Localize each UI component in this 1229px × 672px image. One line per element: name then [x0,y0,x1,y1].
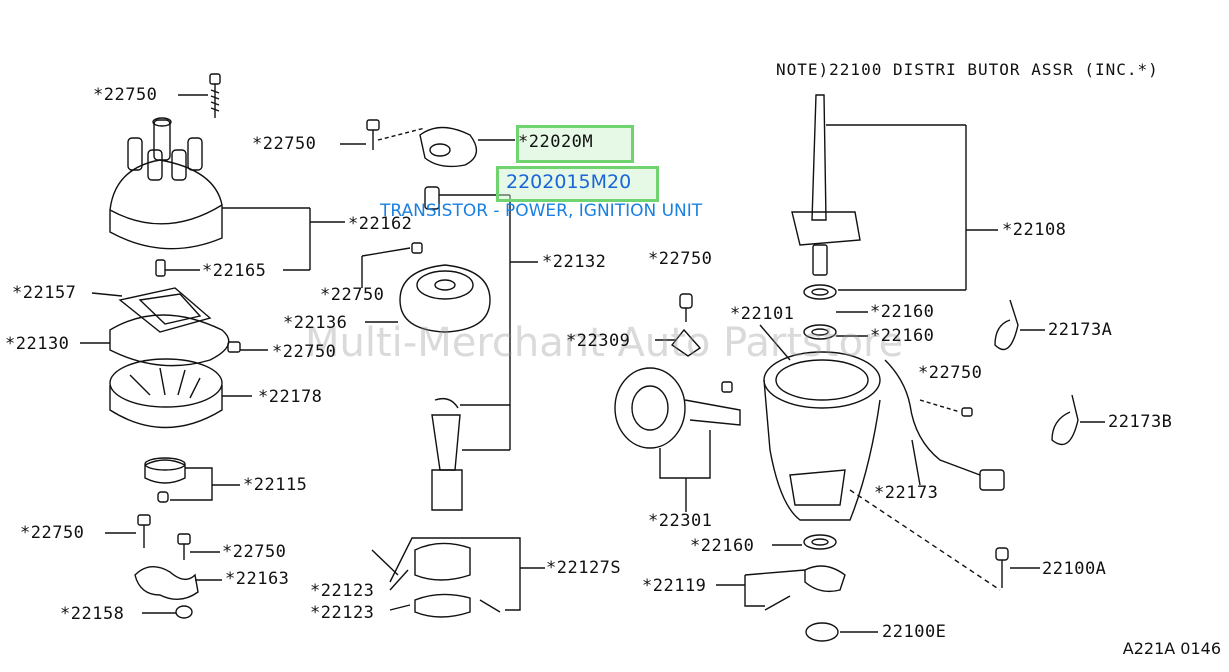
label-22127s[interactable]: *22127S [546,558,622,578]
diagram-code: A221A 0146 [1122,639,1221,658]
label-22178[interactable]: *22178 [258,387,323,407]
screw-22309 [655,293,702,357]
label-22101[interactable]: *22101 [730,304,795,324]
part-number-link[interactable]: 2202015M20 [506,171,632,193]
label-22173a[interactable]: 22173A [1048,320,1113,340]
label-22173[interactable]: *22173 [874,483,939,503]
label-22130[interactable]: *22130 [5,334,70,354]
label-22158[interactable]: *22158 [60,604,125,624]
bolt-22750-top [178,73,221,118]
seal-22100e [805,622,878,642]
highlight-box-part-number[interactable] [496,166,659,202]
parts-22119 [716,534,846,611]
label-22108[interactable]: *22108 [1002,220,1067,240]
label-22750-shield[interactable]: *22750 [272,342,337,362]
label-22173b[interactable]: 22173B [1108,412,1173,432]
screw-22165 [155,259,310,277]
clamp-22173a [994,299,1045,351]
label-22123-b[interactable]: *22123 [310,603,375,623]
part-description: TRANSISTOR - POWER, IGNITION UNIT [380,201,703,221]
label-22119[interactable]: *22119 [642,576,707,596]
assembly-note: NOTE)22100 DISTRI BUTOR ASSR (INC.*) [776,60,1159,79]
watermark: Multi-Merchant Auto Partstore [305,320,904,366]
small-part-22132 [424,186,538,450]
label-22132[interactable]: *22132 [542,252,607,272]
label-22115[interactable]: *22115 [243,475,308,495]
label-22123-a[interactable]: *22123 [310,581,375,601]
label-22750-top[interactable]: *22750 [93,85,158,105]
bolt-22100a [849,489,1040,591]
shaft-22108 [791,94,998,290]
breaker-22127s [371,537,545,618]
wire-22173 [884,359,1005,491]
label-22750-lower-a[interactable]: *22750 [20,523,85,543]
label-22165[interactable]: *22165 [202,261,267,281]
shield-22130 [80,314,230,367]
label-22100e[interactable]: 22100E [882,622,947,642]
label-22750-plate[interactable]: *22750 [320,285,385,305]
label-22162[interactable]: *22162 [348,214,413,234]
shaft-22132 [431,397,510,511]
bracket-22163 [134,566,222,619]
condenser-22115 [144,457,240,503]
housing-22178 [109,358,252,429]
rotor-22157 [91,287,212,333]
label-22309[interactable]: *22309 [566,331,631,351]
label-22750-screw[interactable]: *22750 [252,134,317,154]
label-22157[interactable]: *22157 [12,283,77,303]
clamp-22173b [1051,394,1105,446]
vacuum-22301 [614,367,741,512]
label-22160-b[interactable]: *22160 [870,326,935,346]
plate-22136 [361,242,491,333]
label-22163[interactable]: *22163 [225,569,290,589]
label-22301[interactable]: *22301 [648,511,713,531]
label-22020m[interactable]: *22020M [518,132,594,152]
washers-22160 [803,284,966,340]
ignition-unit-22020m [340,119,515,168]
distributor-cap [109,117,345,270]
label-22750-vacuum[interactable]: *22750 [648,249,713,269]
label-22160-c[interactable]: *22160 [690,536,755,556]
label-22750-lower-b[interactable]: *22750 [222,542,287,562]
screws-22750-lower [105,514,220,560]
housing-22101 [759,324,881,521]
label-22136[interactable]: *22136 [283,313,348,333]
label-22750-wire[interactable]: *22750 [918,363,983,383]
highlight-box-22020m[interactable] [516,125,634,163]
label-22100a[interactable]: 22100A [1042,559,1107,579]
screw-22750-shield [227,341,268,353]
label-22160-a[interactable]: *22160 [870,302,935,322]
